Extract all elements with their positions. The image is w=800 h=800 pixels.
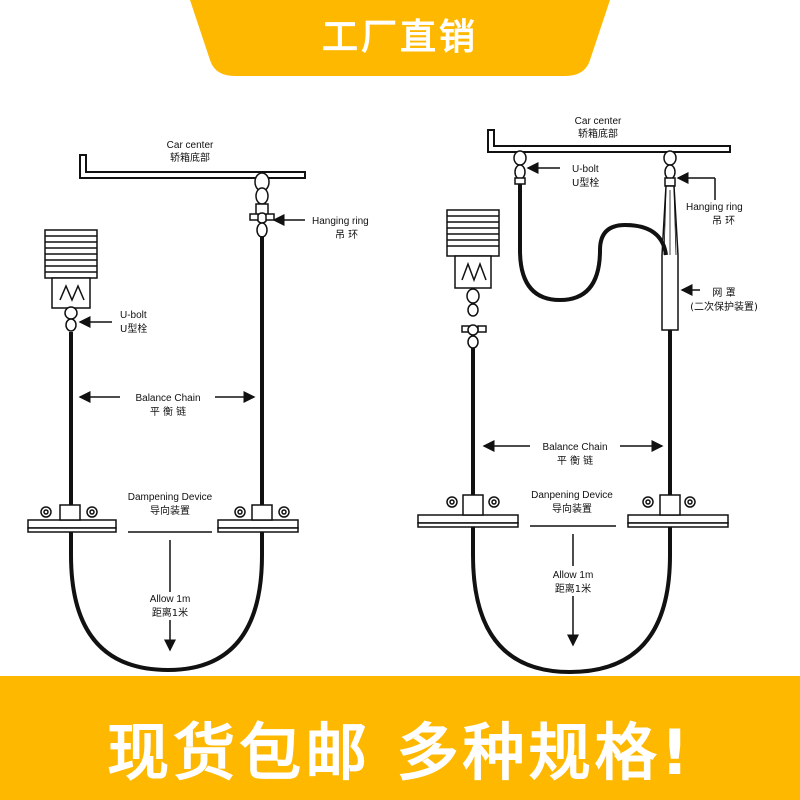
top-banner: 工厂直销	[0, 0, 800, 76]
left-dampening-device-left	[27, 504, 117, 533]
right-car-beam	[487, 129, 731, 153]
right-balance-chain-cn: 平 衡 链	[557, 454, 593, 467]
left-car-center-label: Car center	[167, 140, 214, 151]
right-ubolt-cn: U型栓	[572, 176, 599, 189]
right-ubolt-hardware	[513, 150, 527, 185]
right-car-center-cn: 轿箱底部	[578, 127, 618, 140]
left-car-beam	[79, 154, 306, 179]
right-dampening-device-left	[417, 494, 519, 528]
right-weight-box	[446, 209, 500, 349]
right-dampening-label: Danpening Device	[531, 490, 613, 501]
right-hanging-ring-cn: 吊 环	[712, 215, 735, 227]
left-dampening-cn: 导向装置	[150, 504, 190, 517]
right-upper-chain	[518, 184, 668, 303]
left-hanging-ring-label: Hanging ring	[312, 216, 369, 227]
left-allow-label: Allow 1m	[150, 594, 191, 605]
right-balance-chain-label: Balance Chain	[542, 442, 607, 453]
left-weight-box	[44, 229, 98, 332]
installation-diagram: Car center 轿箱底部 Hanging ring 吊 环	[0, 76, 800, 676]
right-hanging-ring-label: Hanging ring	[686, 202, 743, 213]
right-car-center-label: Car center	[575, 116, 622, 127]
left-diagram: Car center 轿箱底部 Hanging ring 吊 环	[27, 140, 369, 673]
banner-title: 工厂直销	[321, 17, 478, 58]
left-hanging-hardware	[249, 172, 275, 238]
right-net-cn: 网 罩	[712, 287, 735, 299]
right-allow-cn: 距离1米	[555, 582, 591, 595]
right-dampening-device-right	[627, 494, 729, 528]
bottom-banner: 现货包邮 多种规格!	[0, 676, 800, 800]
right-hanging-hardware	[663, 150, 677, 187]
left-ubolt-label: U-bolt	[120, 310, 147, 321]
left-ubolt-cn: U型栓	[120, 322, 147, 335]
left-balance-chain-cn: 平 衡 链	[150, 405, 186, 418]
diagram-svg: Car center 轿箱底部 Hanging ring 吊 环	[27, 116, 758, 675]
left-balance-chain-label: Balance Chain	[135, 393, 200, 404]
left-allow-cn: 距离1米	[152, 606, 188, 619]
right-diagram: Car center 轿箱底部 U-bolt U型栓 Hanging ring …	[417, 116, 758, 675]
left-car-center-cn: 轿箱底部	[170, 151, 210, 164]
right-ubolt-label: U-bolt	[572, 164, 599, 175]
footer-text: 现货包邮 多种规格!	[107, 716, 693, 789]
right-allow-label: Allow 1m	[553, 570, 594, 581]
top-banner-shape	[190, 0, 610, 76]
left-dampening-label: Dampening Device	[128, 492, 213, 503]
left-dampening-device-right	[217, 504, 299, 533]
left-balance-chain	[69, 236, 264, 673]
left-hanging-ring-cn: 吊 环	[335, 229, 358, 241]
right-balance-chain	[471, 330, 672, 675]
right-dampening-cn: 导向装置	[552, 502, 592, 515]
right-net-sub-cn: (二次保护装置)	[690, 300, 758, 313]
right-net-cover	[661, 185, 679, 331]
